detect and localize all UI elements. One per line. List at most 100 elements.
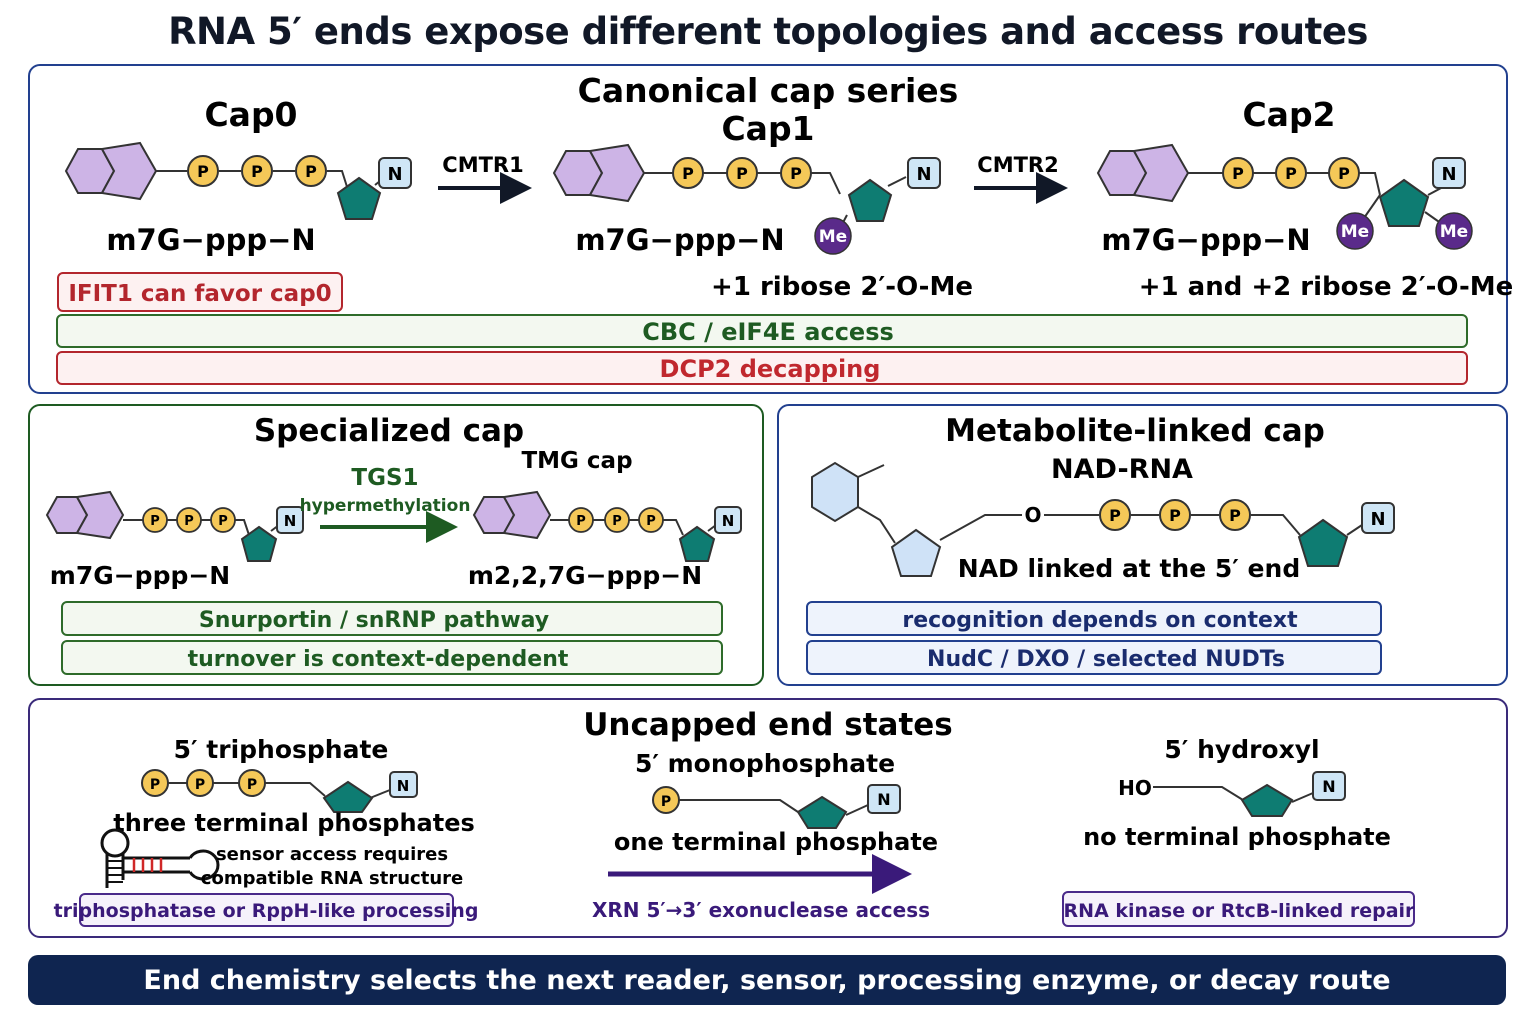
triphosphate-label: 5′ triphosphate: [174, 735, 389, 764]
cap1-formula: m7G−ppp−N: [575, 223, 784, 257]
dcp2-text: DCP2 decapping: [660, 355, 881, 383]
svg-text:P: P: [1169, 506, 1181, 525]
dcp2-bar: [56, 351, 1468, 385]
ifit1-text: IFIT1 can favor cap0: [68, 281, 331, 307]
cap1-label: Cap1: [721, 109, 814, 148]
sensor-line1: sensor access requires: [216, 844, 448, 865]
xrn-text: XRN 5′→3′ exonuclease access: [592, 898, 930, 922]
turnover-bar: [61, 640, 723, 675]
phosphate-icon: [186, 769, 214, 797]
svg-text:P: P: [218, 514, 228, 529]
svg-text:P: P: [197, 162, 209, 181]
ribose-icon: [336, 176, 382, 220]
recognition-bar: [806, 601, 1382, 636]
svg-text:P: P: [612, 514, 622, 529]
svg-text:P: P: [736, 164, 748, 183]
tgs1-label: TGS1: [351, 465, 418, 491]
svg-text:N: N: [877, 790, 890, 809]
phosphate-icon: [187, 155, 219, 187]
cap2-label: Cap2: [1242, 95, 1335, 134]
svg-text:P: P: [195, 777, 205, 793]
triphosphatase-text: triphosphatase or RppH-like processing: [54, 900, 479, 922]
svg-text:P: P: [1109, 506, 1121, 525]
phosphate-icon: [568, 507, 594, 533]
phosphate-icon: [672, 157, 704, 189]
nucleobase-icon: [378, 157, 412, 189]
nucleobase-icon: [389, 771, 418, 798]
phosphate-icon: [652, 786, 680, 814]
nad-ribose-icon: [890, 528, 942, 577]
svg-text:N: N: [1322, 777, 1335, 796]
kinase-text: RNA kinase or RtcB-linked repair: [1064, 900, 1416, 922]
canonical-heading: Canonical cap series: [578, 71, 959, 110]
ribose-icon: [796, 795, 848, 829]
monophosphate-label: 5′ monophosphate: [635, 749, 895, 778]
specialized-heading: Specialized cap: [254, 413, 524, 449]
phosphate-icon: [210, 507, 236, 533]
uncapped-heading: Uncapped end states: [583, 707, 953, 743]
svg-text:N: N: [397, 777, 410, 795]
svg-text:P: P: [305, 162, 317, 181]
svg-text:N: N: [916, 164, 931, 185]
svg-text:N: N: [284, 512, 297, 530]
cap1-note: +1 ribose 2′-O-Me: [711, 272, 973, 302]
nucleobase-icon: [1361, 502, 1395, 534]
tmg-formula: m2,2,7G−ppp−N: [468, 561, 702, 590]
phosphate-icon: [176, 507, 202, 533]
ifit1-box: [57, 272, 343, 312]
svg-text:P: P: [646, 514, 656, 529]
cap0-label: Cap0: [204, 95, 297, 134]
svg-text:Me: Me: [1440, 222, 1468, 242]
nad-note: NAD linked at the 5′ end: [958, 554, 1300, 583]
svg-text:P: P: [790, 164, 802, 183]
triphosphate-structure: P P P N: [141, 769, 418, 813]
ribose-icon: [1378, 178, 1430, 227]
ribose-icon: [240, 525, 278, 562]
nucleobase-icon: [276, 506, 304, 534]
svg-text:P: P: [184, 514, 194, 529]
svg-text:Me: Me: [819, 227, 847, 247]
phosphate-icon: [1222, 157, 1254, 189]
nudc-bar: [806, 640, 1382, 675]
cbc-text: CBC / eIF4E access: [642, 318, 894, 346]
svg-text:N: N: [1370, 509, 1385, 530]
phosphate-icon: [1328, 157, 1360, 189]
tmg-label: TMG cap: [521, 448, 632, 474]
nucleobase-icon: [867, 784, 901, 814]
phosphate-icon: [726, 157, 758, 189]
svg-text:P: P: [682, 164, 694, 183]
svg-text:P: P: [661, 794, 671, 810]
phosphate-icon: [238, 769, 266, 797]
phosphate-icon: [1099, 499, 1131, 531]
methyl-icon: [1336, 212, 1374, 250]
guanine-ring-icon: [502, 490, 552, 540]
canonical-cap-panel: [28, 64, 1508, 394]
footer-banner: End chemistry selects the next reader, s…: [28, 955, 1506, 1005]
nucleobase-icon: [907, 157, 941, 189]
nucleobase-icon: [1432, 157, 1466, 189]
metabolite-heading: Metabolite-linked cap: [945, 413, 1325, 449]
hydroxyl-note: no terminal phosphate: [1083, 823, 1391, 851]
cap1-structure: P P P N Me: [552, 143, 941, 255]
sensor-line2: compatible RNA structure: [201, 868, 463, 889]
svg-text:P: P: [251, 162, 263, 181]
specialized-cap-panel: [28, 404, 764, 686]
svg-text:P: P: [576, 514, 586, 529]
cmtr1-label: CMTR1: [442, 153, 523, 177]
nudc-text: NudC / DXO / selected NUDTs: [927, 647, 1285, 672]
methyl-icon: [1435, 212, 1473, 250]
cap2-formula: m7G−ppp−N: [1101, 223, 1310, 257]
svg-text:P: P: [1285, 164, 1297, 183]
svg-text:N: N: [387, 164, 402, 185]
methyl-icon: [814, 217, 852, 255]
nucleobase-icon: [1312, 771, 1346, 801]
svg-text:Me: Me: [1341, 222, 1369, 242]
nad-rna-structure: P P P N: [811, 461, 1395, 577]
triphosphate-note: three terminal phosphates: [113, 809, 475, 837]
kinase-bar: [1062, 891, 1415, 927]
nad-rna-label: NAD-RNA: [1051, 454, 1193, 485]
svg-text:P: P: [1338, 164, 1350, 183]
phosphate-icon: [1219, 499, 1251, 531]
svg-text:P: P: [150, 514, 160, 529]
ribose-icon: [322, 780, 374, 813]
